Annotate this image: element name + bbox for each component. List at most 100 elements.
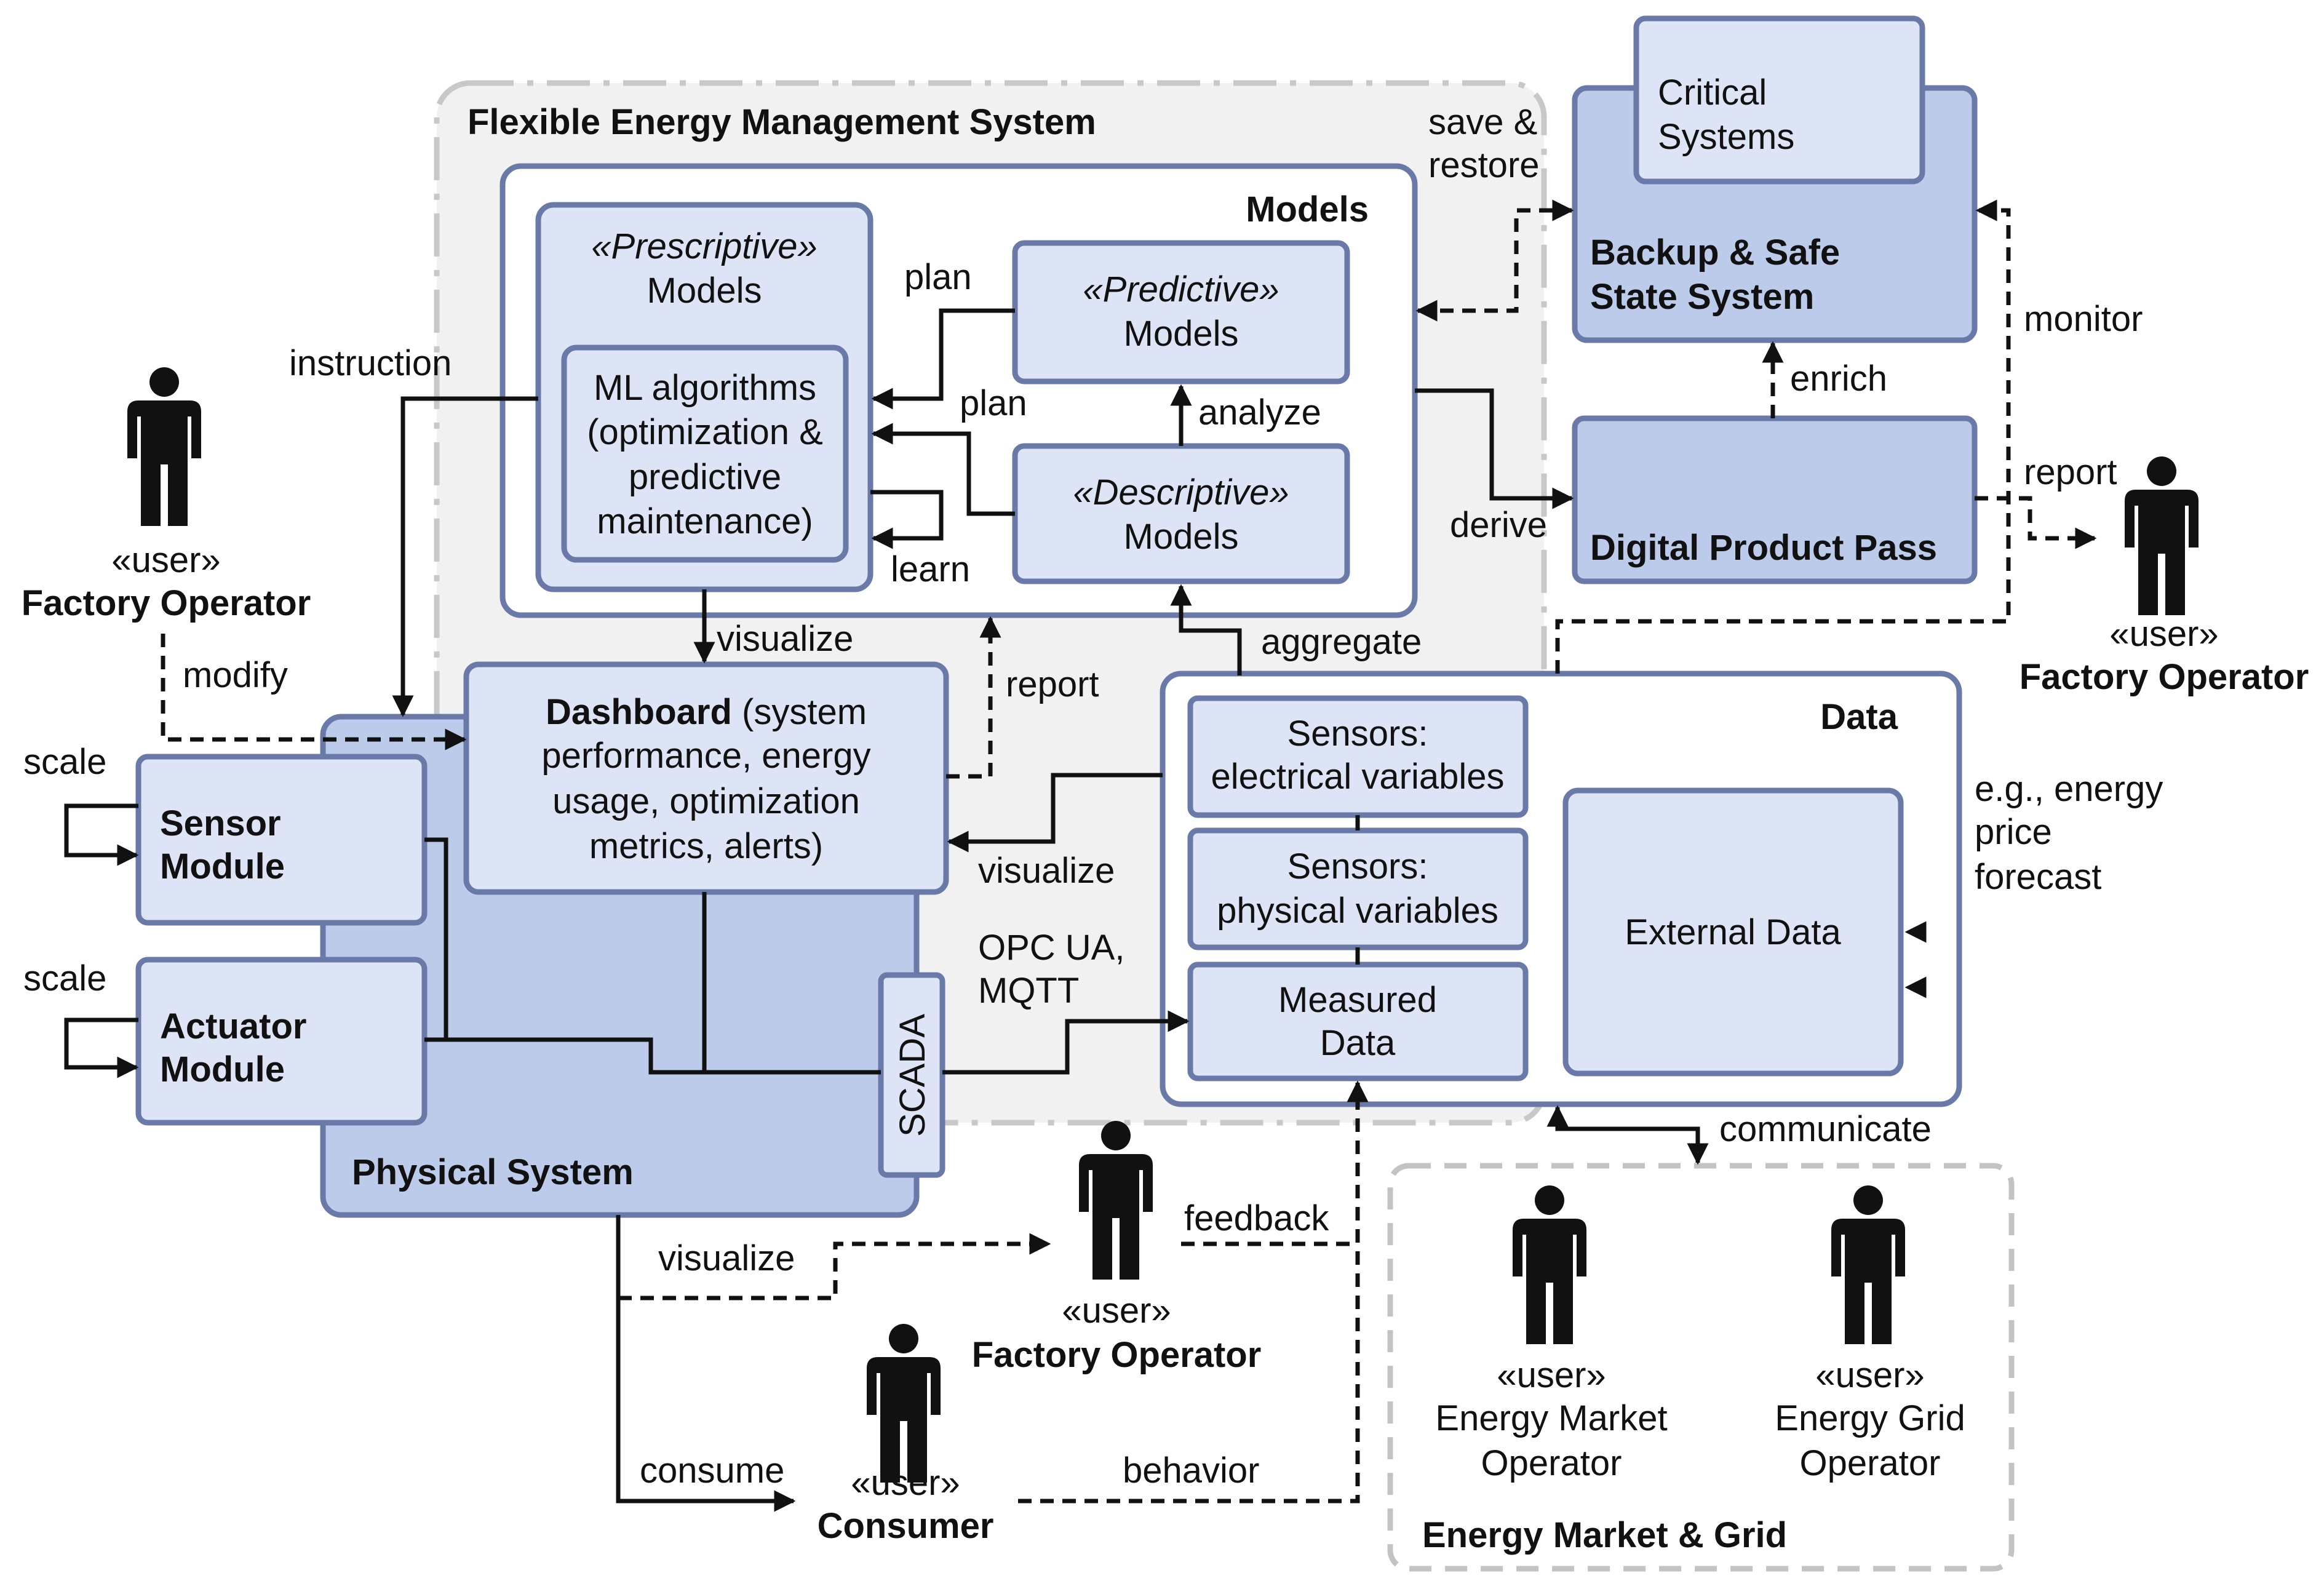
ml-line-3: predictive: [629, 457, 781, 497]
label-visualize-physical: visualize: [658, 1238, 795, 1278]
label-save-restore-line-2: restore: [1428, 145, 1540, 185]
descriptive-label: Models: [1124, 517, 1239, 557]
label-report-dashboard: report: [1006, 664, 1099, 704]
predictive-stereotype: «Predictive»: [1083, 269, 1279, 309]
label-price-forecast-line-3: forecast: [1975, 857, 2101, 897]
scada-box[interactable]: [878, 972, 945, 1178]
measured-data-line-2: Data: [1320, 1023, 1396, 1063]
critical-systems-line-1: Critical: [1658, 73, 1767, 113]
descriptive-models-box[interactable]: [1012, 443, 1350, 584]
label-visualize-models: visualize: [717, 619, 853, 659]
label-plan-top: plan: [904, 257, 972, 297]
predictive-label: Models: [1124, 314, 1239, 354]
edge-report-dpp: [1975, 496, 2097, 549]
edge-actuator-bus: [424, 1037, 881, 1075]
label-monitor: monitor: [2024, 299, 2143, 339]
operator-left-name: Factory Operator: [22, 583, 311, 623]
grid-operator-stereotype: «user»: [1815, 1355, 1924, 1395]
fems-title: Flexible Energy Management System: [468, 102, 1096, 142]
sensors-electrical-line-1: Sensors:: [1287, 714, 1428, 754]
label-analyze: analyze: [1198, 392, 1321, 432]
dashboard-line-3: usage, optimization: [552, 781, 860, 821]
ml-line-2: (optimization &: [587, 412, 823, 452]
dashboard-line-4: metrics, alerts): [589, 826, 823, 866]
edge-visualize-data: [947, 773, 1163, 853]
edge-sensor-bus: [424, 837, 448, 1040]
label-aggregate: aggregate: [1261, 622, 1422, 662]
edge-behavior: [1018, 1080, 1369, 1503]
ml-algorithms-box[interactable]: [561, 344, 849, 563]
dashboard-line-2: performance, energy: [541, 736, 870, 776]
label-instruction: instruction: [289, 343, 452, 383]
sensor-module-line-1: Sensor: [160, 803, 281, 843]
external-data-box[interactable]: [1562, 787, 1904, 1077]
data-title: Data: [1820, 697, 1898, 737]
market-operator-line-2: Operator: [1481, 1443, 1622, 1483]
operator-bottom-stereotype: «user»: [1062, 1291, 1171, 1331]
models-title: Models: [1246, 189, 1369, 229]
sensors-physical-line-2: physical variables: [1217, 891, 1498, 931]
operator-right-name: Factory Operator: [2020, 657, 2309, 697]
operator-bottom-name: Factory Operator: [972, 1335, 1262, 1375]
label-communicate: communicate: [1719, 1109, 1932, 1149]
label-price-forecast-line-1: e.g., energy: [1975, 769, 2163, 809]
edge-report-dashboard: [946, 616, 1001, 779]
actuator-module-line-2: Module: [160, 1049, 285, 1089]
edge-scale-actuator: [64, 1017, 139, 1078]
dashboard-line-1: Dashboard (system: [546, 692, 867, 732]
label-plan-mid: plan: [960, 383, 1027, 423]
grid-operator-line-1: Energy Grid: [1775, 1398, 1965, 1438]
prescriptive-stereotype: «Prescriptive»: [591, 226, 817, 266]
ml-line-1: ML algorithms: [594, 368, 816, 408]
factory-operator-bottom-icon: [1079, 1121, 1153, 1280]
prescriptive-label: Models: [647, 271, 762, 311]
label-derive: derive: [1450, 505, 1547, 545]
consumer-icon: [867, 1324, 941, 1483]
edge-aggregate: [1170, 584, 1242, 675]
label-visualize-data: visualize: [978, 851, 1115, 891]
energy-market-grid-title: Energy Market & Grid: [1422, 1515, 1787, 1555]
market-operator-stereotype: «user»: [1497, 1355, 1606, 1395]
market-operator-line-1: Energy Market: [1435, 1398, 1667, 1438]
edge-modify: [161, 634, 467, 751]
sensors-electrical-line-2: electrical variables: [1211, 757, 1504, 797]
edge-monitor: [1555, 199, 2011, 674]
edge-derive: [1415, 388, 1574, 509]
descriptive-stereotype: «Descriptive»: [1073, 472, 1289, 512]
label-report-dpp: report: [2024, 452, 2117, 492]
consumer-stereotype: «user»: [851, 1463, 960, 1503]
scada-label: SCADA: [893, 1014, 933, 1137]
measured-data-line-1: Measured: [1278, 980, 1437, 1020]
label-behavior: behavior: [1123, 1451, 1259, 1491]
edge-scale-sensor: [64, 803, 139, 866]
physical-system-title: Physical System: [352, 1152, 634, 1192]
label-modify: modify: [183, 655, 288, 695]
sensor-module-line-2: Module: [160, 846, 285, 886]
edge-plan-predictive: [871, 308, 1015, 410]
backup-line-1: Backup & Safe: [1590, 233, 1840, 273]
edge-visualize-physical: [618, 1233, 1051, 1300]
edge-plan-descriptive: [871, 423, 1015, 516]
label-learn: learn: [891, 549, 970, 589]
label-scale-actuator: scale: [23, 958, 106, 998]
digital-product-pass-label: Digital Product Pass: [1590, 528, 1937, 568]
label-save-restore-line-1: save &: [1428, 102, 1537, 142]
factory-operator-left-icon: [127, 367, 201, 526]
label-price-forecast-line-2: price: [1975, 812, 2052, 852]
edge-communicate: [1546, 1105, 1709, 1165]
label-scale-sensor: scale: [23, 742, 106, 782]
edge-learn-loop: [870, 490, 944, 549]
label-feedback: feedback: [1184, 1198, 1329, 1238]
critical-systems-box[interactable]: [1633, 15, 1925, 185]
sensors-physical-line-1: Sensors:: [1287, 846, 1428, 886]
label-opc-line-1: OPC UA,: [978, 928, 1125, 968]
factory-operator-right-icon: [2125, 456, 2199, 615]
edge-opc-mqtt: [942, 1010, 1190, 1075]
ml-line-4: maintenance): [597, 501, 813, 541]
backup-line-2: State System: [1590, 277, 1814, 317]
label-enrich: enrich: [1790, 359, 1887, 399]
predictive-models-box[interactable]: [1012, 240, 1350, 384]
operator-right-stereotype: «user»: [2109, 614, 2218, 654]
label-consume: consume: [640, 1451, 784, 1491]
